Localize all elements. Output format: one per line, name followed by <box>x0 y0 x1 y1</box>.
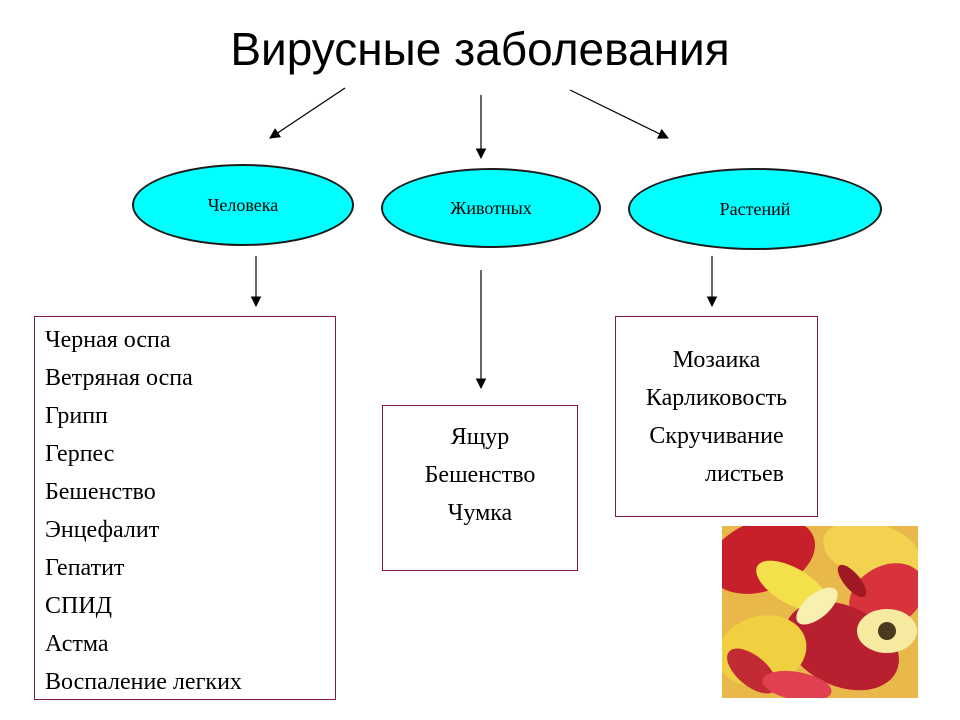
disease-item: Герпес <box>45 441 115 467</box>
category-label-plants: Растений <box>719 198 791 219</box>
disease-item: Ящур <box>450 424 510 450</box>
disease-list-human: Черная оспа Ветряная оспа Грипп Герпес Б… <box>34 316 336 700</box>
disease-item: Бешенство <box>45 479 156 505</box>
arrow-title-to-human <box>269 87 346 139</box>
disease-item: Чумка <box>447 500 513 526</box>
disease-item: Грипп <box>45 403 108 429</box>
disease-item: Ветряная оспа <box>45 365 193 391</box>
category-oval-animals: Животных <box>381 168 601 248</box>
arrow-title-to-plants <box>569 89 669 139</box>
disease-item: Гепатит <box>45 555 125 581</box>
category-oval-human: Человека <box>132 164 354 246</box>
disease-item: листьев <box>705 461 784 487</box>
disease-item: Карликовость <box>645 385 788 411</box>
disease-item: Черная оспа <box>45 327 171 353</box>
diagram-title: Вирусные заболевания <box>230 23 730 75</box>
disease-item: Мозаика <box>672 347 761 373</box>
disease-list-plants: Мозаика Карликовость Скручивание листьев <box>615 316 818 517</box>
category-oval-plants: Растений <box>628 168 882 250</box>
disease-list-animals: Ящур Бешенство Чумка <box>382 405 578 571</box>
disease-item: Воспаление легких <box>45 669 242 695</box>
category-label-human: Человека <box>207 194 279 215</box>
tulip-mosaic-photo <box>722 526 918 698</box>
disease-item: Бешенство <box>424 462 536 488</box>
disease-item: Энцефалит <box>45 517 160 543</box>
disease-item: Скручивание <box>649 423 784 449</box>
disease-item: СПИД <box>45 593 113 619</box>
category-label-animals: Животных <box>450 197 532 218</box>
disease-item: Астма <box>45 631 109 657</box>
